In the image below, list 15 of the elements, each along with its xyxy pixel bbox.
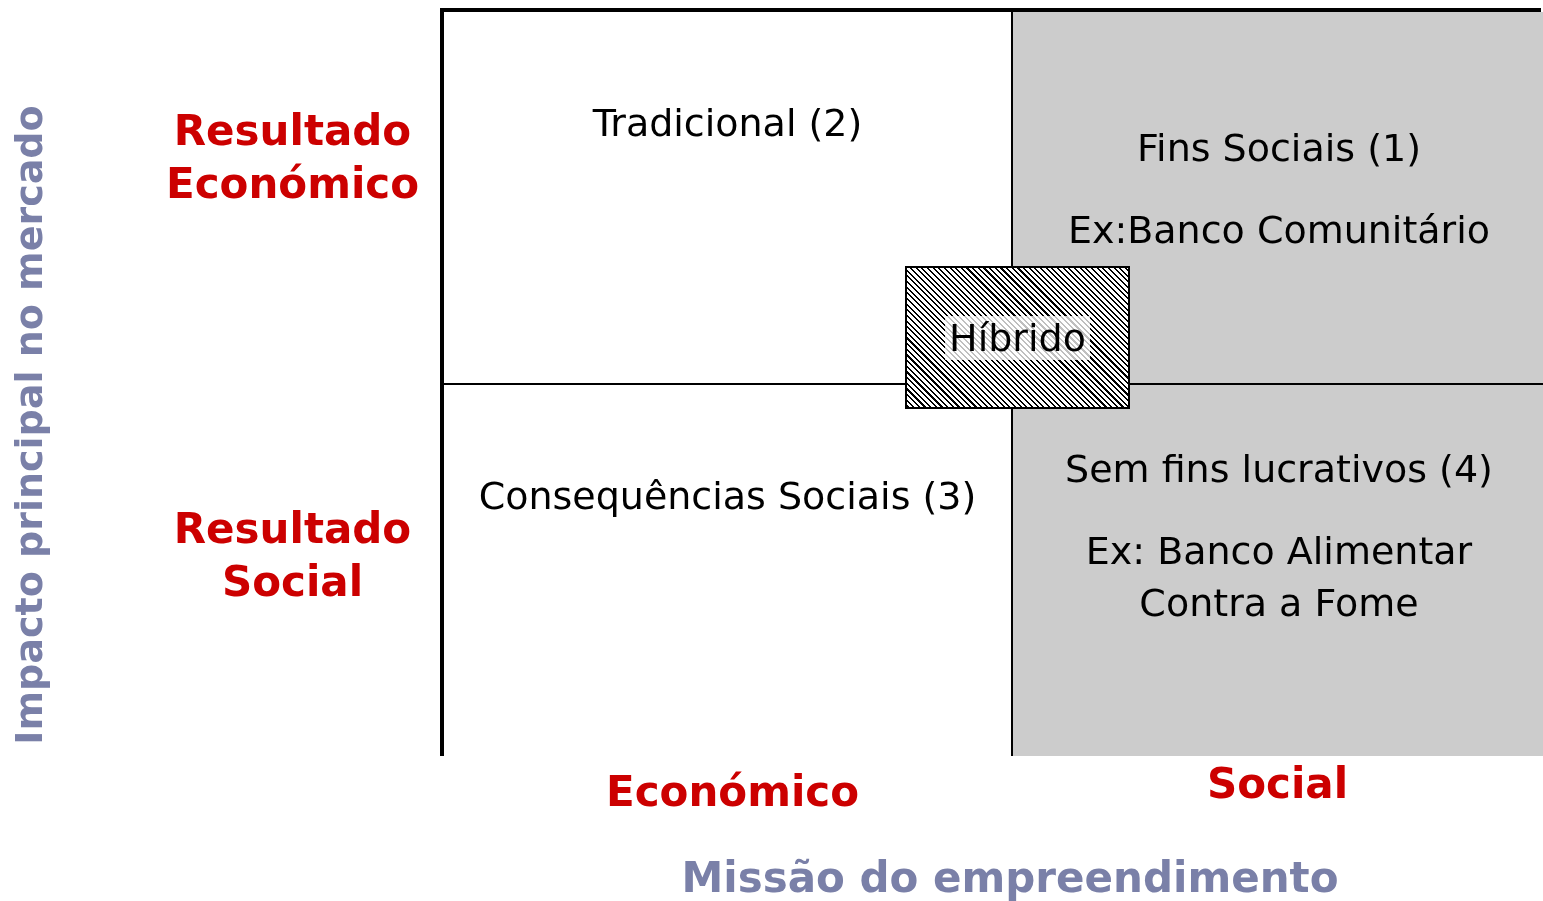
- hatched-box: [905, 266, 1130, 409]
- box-label: Híbrido: [945, 315, 1090, 360]
- axis-label: Resultado Social: [172, 503, 413, 608]
- example-text: Ex:Banco Comunitário: [1067, 207, 1491, 254]
- axis-title: Impacto principal no mercado: [6, 105, 53, 745]
- quadrant-title: Tradicional (2): [592, 100, 863, 147]
- quadrant-title: Fins Sociais (1): [1137, 125, 1421, 172]
- example-text: Ex: Banco Alimentar Contra a Fome: [1084, 528, 1474, 627]
- axis-label: Económico: [604, 766, 861, 818]
- axis-label: Resultado Económico: [165, 105, 420, 210]
- quadrant-title: Sem fins lucrativos (4): [1065, 446, 1493, 493]
- shaded-quadrant: [1013, 385, 1543, 756]
- axis-label: Missão do empreendimento: [680, 852, 1340, 901]
- quadrant-title: Consequências Sociais (3): [478, 473, 977, 520]
- axis-label: Social: [1205, 758, 1350, 810]
